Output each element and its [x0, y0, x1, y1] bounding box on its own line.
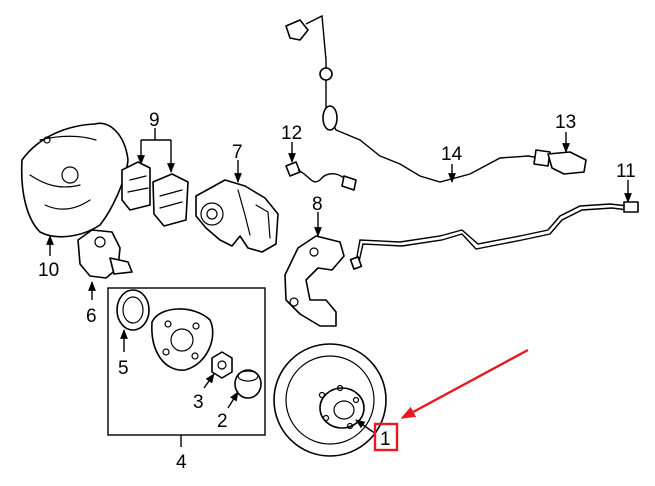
dust-cap-part[interactable]: [234, 369, 262, 399]
brake-rotor-part[interactable]: [273, 343, 387, 457]
callout-5[interactable]: 5: [118, 358, 129, 379]
callout-1[interactable]: 1: [380, 429, 391, 450]
leader-3: [203, 373, 215, 389]
brake-line-part[interactable]: [349, 201, 639, 270]
brake-pads-part[interactable]: [121, 161, 189, 227]
callout-3[interactable]: 3: [193, 392, 204, 413]
brake-hose-part[interactable]: [285, 161, 357, 191]
caliper-bracket-part[interactable]: [284, 235, 345, 327]
abs-tone-ring-part[interactable]: [116, 289, 150, 331]
callout-2[interactable]: 2: [217, 411, 228, 432]
highlight-arrow: [400, 348, 529, 420]
abs-sensor-wire-part[interactable]: [285, 14, 587, 183]
callout-12[interactable]: 12: [281, 123, 302, 144]
callout-10[interactable]: 10: [38, 260, 59, 281]
highlight-box: [373, 422, 399, 452]
brake-caliper-part[interactable]: [195, 179, 279, 253]
splash-shield-part[interactable]: [20, 122, 129, 238]
callout-6[interactable]: 6: [86, 306, 97, 327]
leader-1: [355, 419, 377, 435]
hub-flange-part[interactable]: [151, 308, 214, 371]
callout-4[interactable]: 4: [176, 452, 187, 473]
callout-11[interactable]: 11: [616, 161, 636, 182]
hub-assembly-box: [107, 287, 266, 436]
callout-8[interactable]: 8: [312, 194, 323, 215]
hub-nut-part[interactable]: [211, 351, 233, 379]
callout-9[interactable]: 9: [149, 110, 160, 131]
callout-13[interactable]: 13: [555, 112, 576, 133]
leader-2: [227, 391, 239, 409]
callout-14[interactable]: 14: [441, 144, 463, 165]
wheel-hub-knuckle-part[interactable]: [77, 229, 133, 279]
callout-7[interactable]: 7: [232, 142, 243, 163]
